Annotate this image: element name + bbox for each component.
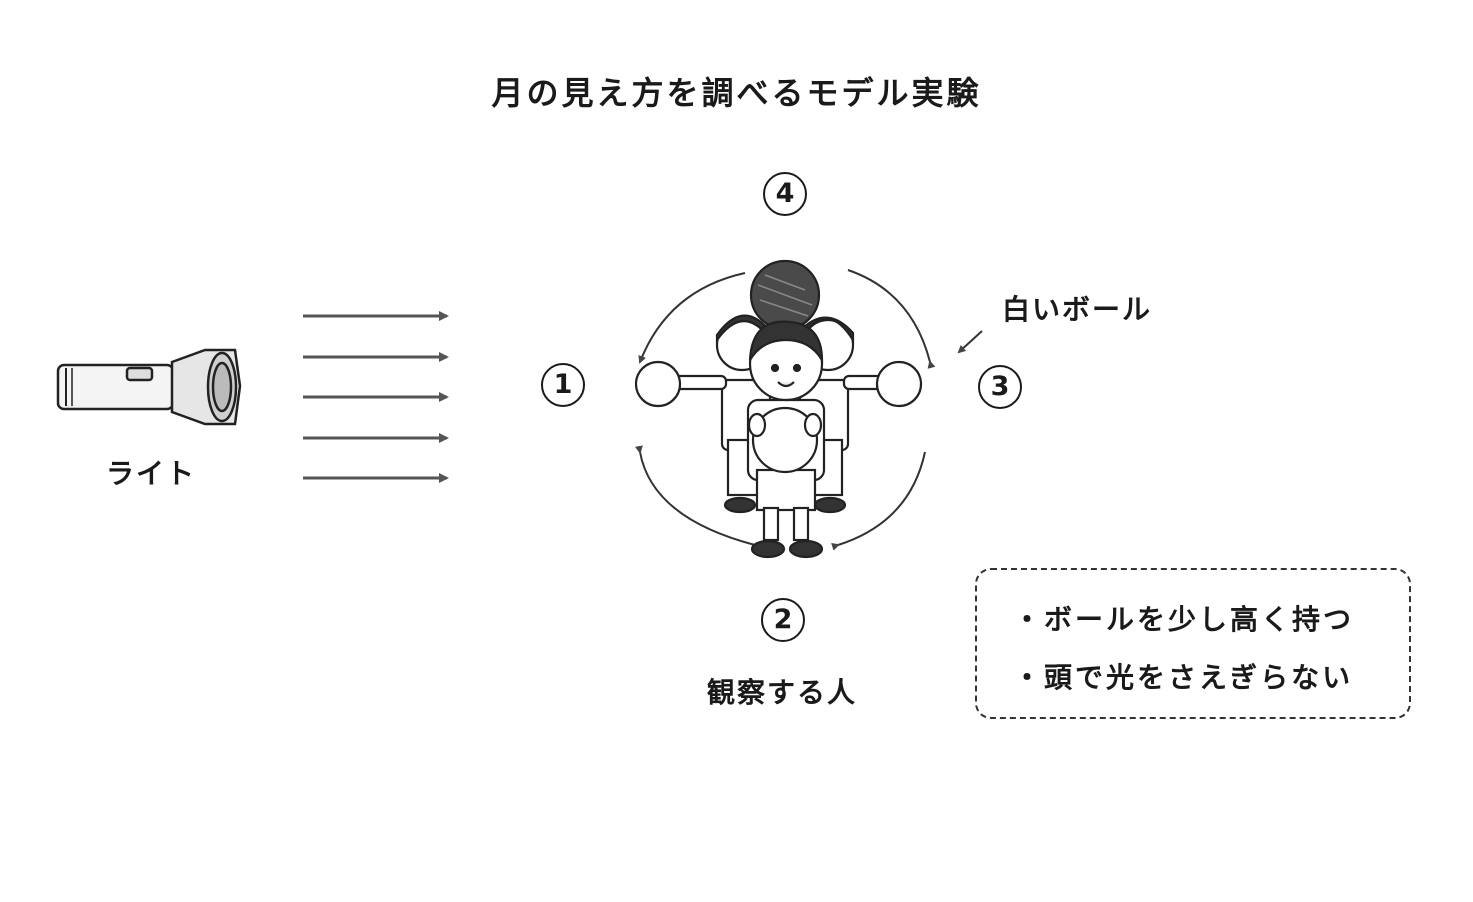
position-4-marker: 4: [763, 172, 807, 216]
child-front: [746, 320, 826, 559]
flashlight-icon: [56, 348, 242, 426]
rotation-arc-arrow: [638, 272, 746, 364]
diagram-title: 月の見え方を調べるモデル実験: [491, 74, 982, 112]
child-back: [749, 259, 821, 331]
ball-label: 白いボール: [1002, 293, 1153, 326]
position-2-marker: 2: [761, 598, 805, 642]
observer-figures: [634, 259, 923, 559]
rotation-arc-arrow: [831, 451, 926, 551]
rotation-arc-arrow: [847, 269, 936, 369]
moon-ball-right: [875, 360, 923, 408]
moon-ball-left: [634, 360, 682, 408]
note-item: ・ボールを少し高く持つ: [1013, 603, 1355, 636]
rotation-arc-arrow: [634, 445, 756, 546]
light-rays: [303, 311, 449, 483]
position-3-marker: 3: [978, 365, 1022, 409]
ball-pointer-arrow: [957, 330, 983, 354]
observer-label: 観察する人: [707, 676, 858, 709]
light-label: ライト: [106, 457, 197, 490]
rotation-arrows: [634, 269, 936, 551]
note-item: ・頭で光をさえぎらない: [1013, 661, 1354, 694]
moon-ball-front: [751, 406, 819, 474]
notes-box: ・ボールを少し高く持つ ・頭で光をさえぎらない: [975, 568, 1411, 719]
position-1-marker: 1: [541, 363, 585, 407]
